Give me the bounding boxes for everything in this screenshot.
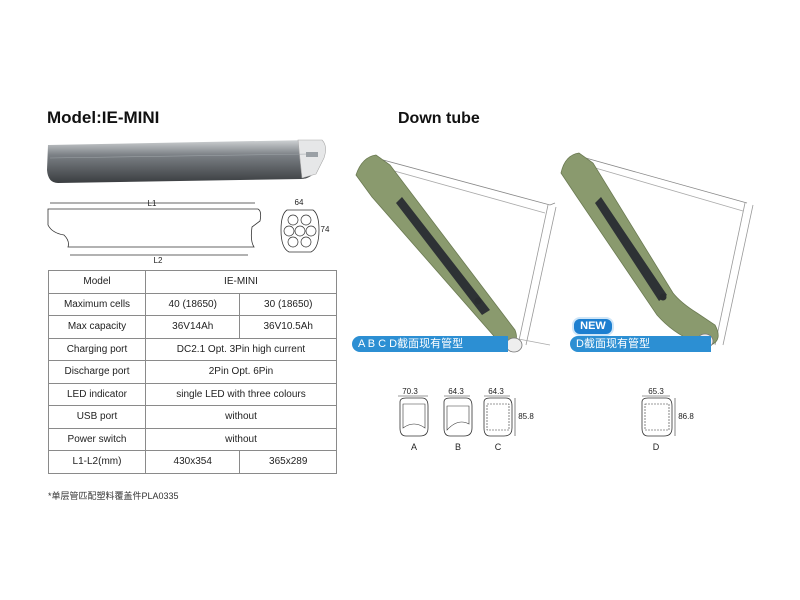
row-value: 36V10.5Ah <box>239 315 337 339</box>
section-b-shape <box>443 397 473 437</box>
row-label: Charging port <box>48 337 146 361</box>
section-d-height: 86.8 <box>678 412 694 421</box>
row-value: DC2.1 Opt. 3Pin high current <box>145 337 337 361</box>
row-label: Max capacity <box>48 315 146 339</box>
table-header-label: Model <box>48 270 146 294</box>
width-dim-label: 64 <box>295 198 304 207</box>
battery-outline <box>47 208 262 248</box>
cell-end-view: 64 74 <box>280 198 330 253</box>
right-badge: D截面现有管型 <box>570 336 711 352</box>
table-row: Max capacity 36V14Ah 36V10.5Ah <box>48 315 337 339</box>
row-value: single LED with three colours <box>145 382 337 406</box>
row-label: LED indicator <box>48 382 146 406</box>
table-row: Maximum cells 40 (18650) 30 (18650) <box>48 292 337 316</box>
table-row: Model IE-MINI <box>48 270 337 294</box>
height-dim-label: 74 <box>321 225 330 234</box>
battery-slot <box>595 197 667 301</box>
row-label: Power switch <box>48 427 146 451</box>
frame-left-illustration <box>355 154 557 353</box>
section-c-label: C <box>495 442 502 452</box>
battery-slot <box>396 197 490 315</box>
l1-label: L1 <box>148 199 157 208</box>
left-badge: A B C D截面现有管型 <box>352 336 508 352</box>
row-label: L1-L2(mm) <box>48 450 146 474</box>
cross-sections-abc: 70.3 A 64.3 B 64.3 85.8 C <box>398 387 534 452</box>
table-row: L1-L2(mm) 430x354 365x289 <box>48 450 337 474</box>
row-value: 365x289 <box>239 450 337 474</box>
section-b-label: B <box>455 442 461 452</box>
section-d-shape <box>641 397 673 437</box>
row-label: Discharge port <box>48 360 146 384</box>
row-value: 430x354 <box>144 450 241 474</box>
table-header-value: IE-MINI <box>145 270 337 294</box>
section-c-width: 64.3 <box>488 387 504 396</box>
battery-dimension-diagram: L1 L2 <box>47 199 262 265</box>
section-a-label: A <box>411 442 417 452</box>
table-row: Discharge port 2Pin Opt. 6Pin <box>48 360 337 384</box>
row-label: USB port <box>48 405 146 429</box>
section-c-height: 85.8 <box>518 412 534 421</box>
model-title: Model:IE-MINI <box>47 108 160 127</box>
spec-table: Model IE-MINI Maximum cells 40 (18650) 3… <box>48 270 337 474</box>
row-value: 30 (18650) <box>239 292 337 316</box>
row-value: 40 (18650) <box>144 292 241 316</box>
battery-button-icon <box>474 297 482 305</box>
table-row: Power switch without <box>48 427 337 451</box>
battery-button-icon <box>659 293 667 301</box>
row-value: 2Pin Opt. 6Pin <box>145 360 337 384</box>
table-row: USB port without <box>48 405 337 429</box>
l2-label: L2 <box>154 256 163 265</box>
row-value: 36V14Ah <box>144 315 241 339</box>
section-a-shape <box>399 397 429 437</box>
footnote: *单层管匹配塑料覆盖件PLA0335 <box>48 491 179 501</box>
row-value: without <box>145 405 337 429</box>
section-d-label: D <box>653 442 660 452</box>
section-b-width: 64.3 <box>448 387 464 396</box>
section-d-width: 65.3 <box>648 387 664 396</box>
table-row: Charging port DC2.1 Opt. 3Pin high curre… <box>48 337 337 361</box>
row-label: Maximum cells <box>48 292 146 316</box>
down-tube-title: Down tube <box>398 110 480 127</box>
battery-render <box>47 139 326 183</box>
section-a-width: 70.3 <box>402 387 418 396</box>
row-value: without <box>145 427 337 451</box>
table-row: LED indicator single LED with three colo… <box>48 382 337 406</box>
section-c-shape <box>483 397 513 437</box>
new-badge: NEW <box>572 317 614 336</box>
cross-section-d: 65.3 86.8 D <box>641 387 694 452</box>
